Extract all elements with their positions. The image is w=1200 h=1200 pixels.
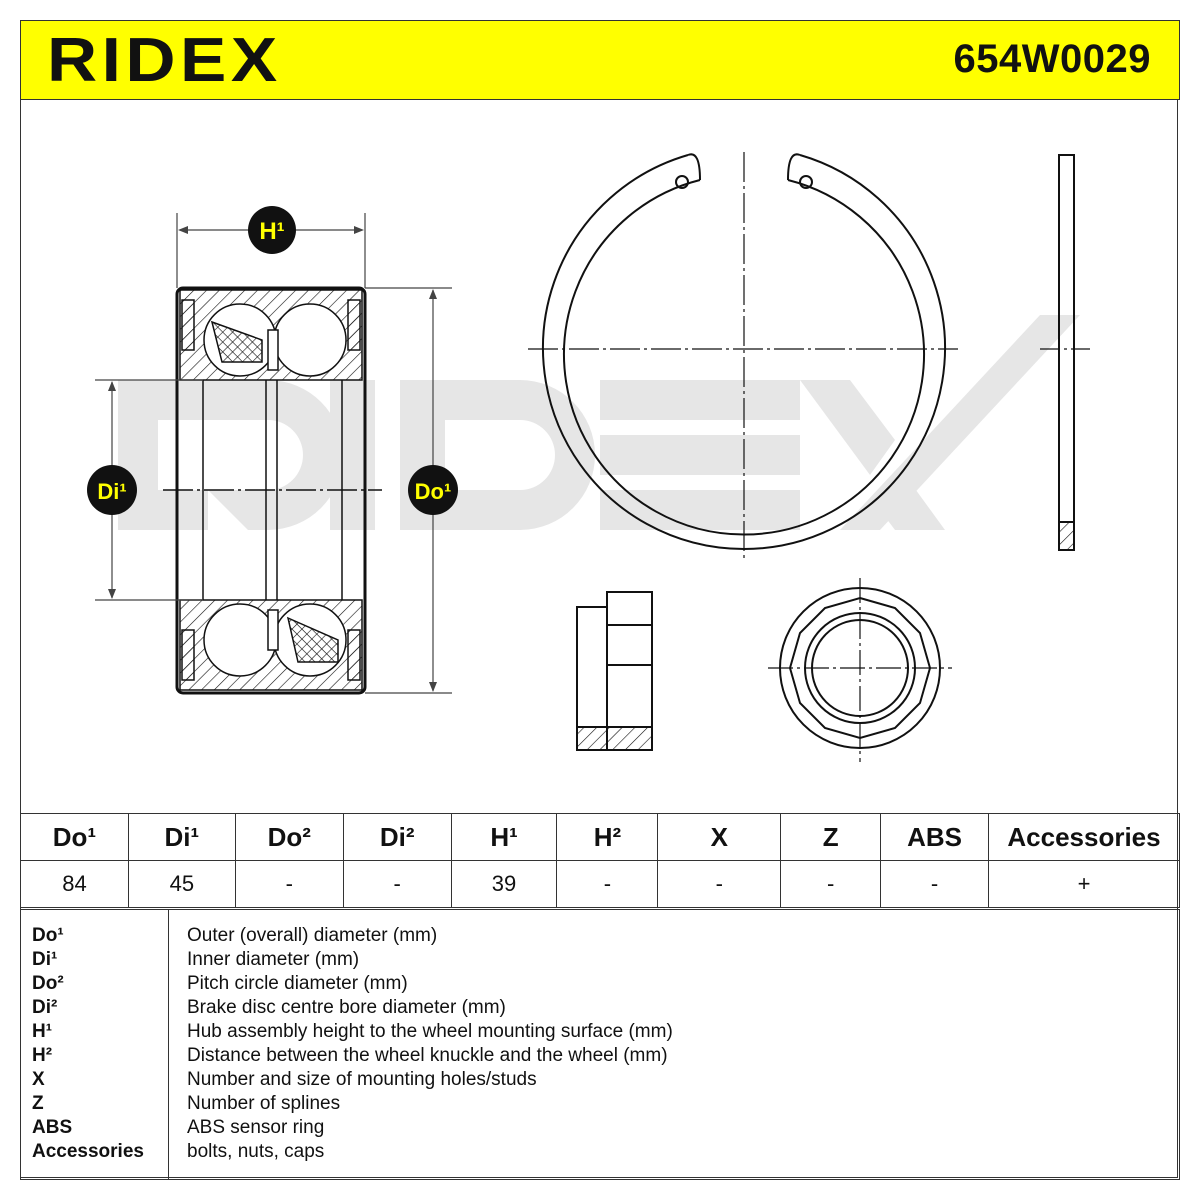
nut-side-view [576, 591, 653, 751]
legend-key: X [32, 1069, 45, 1090]
header-accessories: Accessories [988, 813, 1180, 861]
header-h2: H² [556, 813, 659, 861]
legend-key: ABS [32, 1117, 73, 1138]
legend-key: Do² [32, 973, 64, 994]
h1-badge: H¹ [248, 206, 296, 254]
header-do1: Do¹ [20, 813, 129, 861]
technical-drawing: H¹ Di¹ Do¹ [87, 152, 1090, 762]
specs-value-row: 84 45 - - 39 - - - - + [20, 860, 1180, 908]
circlip-side-view [1040, 154, 1090, 551]
ridex-logo: RIDEX [47, 26, 282, 95]
specs-header-row: Do¹ Di¹ Do² Di² H¹ H² X Z ABS Accessorie… [20, 813, 1180, 861]
legend-box: Do¹ Outer (overall) diameter (mm) Di¹ Inner… [20, 909, 1180, 1180]
header-h1: H¹ [450, 813, 558, 861]
value-h1: 39 [450, 860, 558, 908]
legend-key: Di¹ [32, 949, 58, 970]
value-di1: 45 [127, 860, 236, 908]
header-x: X [657, 813, 782, 861]
h1-label: H¹ [259, 218, 284, 245]
legend-key: H¹ [32, 1021, 53, 1042]
header-z: Z [780, 813, 882, 861]
value-abs: - [880, 860, 989, 908]
legend-key: Di² [32, 997, 58, 1018]
specs-table: Do¹ Di¹ Do² Di² H¹ H² X Z ABS Accessorie… [20, 813, 1180, 908]
value-do1: 84 [20, 860, 129, 908]
legend-description: Number of splines [187, 1093, 341, 1114]
do1-badge: Do¹ [408, 465, 458, 515]
ridex-watermark [118, 315, 1080, 530]
legend-description: Number and size of mounting holes/studs [187, 1069, 537, 1090]
legend-description: Distance between the wheel knuckle and t… [187, 1045, 668, 1066]
legend-description: Inner diameter (mm) [187, 949, 360, 970]
legend-description: Brake disc centre bore diameter (mm) [187, 997, 506, 1018]
bearing-section [163, 286, 382, 695]
part-number: 654W0029 [953, 37, 1151, 81]
value-do2: - [234, 860, 344, 908]
header-do2: Do² [234, 813, 344, 861]
di1-badge: Di¹ [87, 465, 137, 515]
value-h2: - [556, 860, 659, 908]
nut-front-view [768, 578, 952, 762]
legend-description: ABS sensor ring [187, 1117, 325, 1138]
value-accessories: + [988, 860, 1180, 908]
legend-divider [168, 910, 169, 1179]
header-abs: ABS [880, 813, 989, 861]
legend-description: Outer (overall) diameter (mm) [187, 925, 438, 946]
legend-description: bolts, nuts, caps [187, 1141, 325, 1162]
header-di2: Di² [342, 813, 452, 861]
legend-description: Pitch circle diameter (mm) [187, 973, 408, 994]
value-z: - [780, 860, 882, 908]
circlip-front-view [528, 152, 958, 562]
header-di1: Di¹ [127, 813, 236, 861]
value-x: - [657, 860, 782, 908]
legend-description: Hub assembly height to the wheel mountin… [187, 1021, 673, 1042]
header-bar: RIDEX 654W0029 [20, 20, 1180, 100]
di1-label: Di¹ [97, 479, 126, 504]
value-di2: - [342, 860, 452, 908]
do1-label: Do¹ [415, 479, 452, 504]
legend-key: Z [32, 1093, 44, 1114]
legend-key: Accessories [32, 1141, 144, 1162]
legend-key: H² [32, 1045, 53, 1066]
legend-key: Do¹ [32, 925, 64, 946]
